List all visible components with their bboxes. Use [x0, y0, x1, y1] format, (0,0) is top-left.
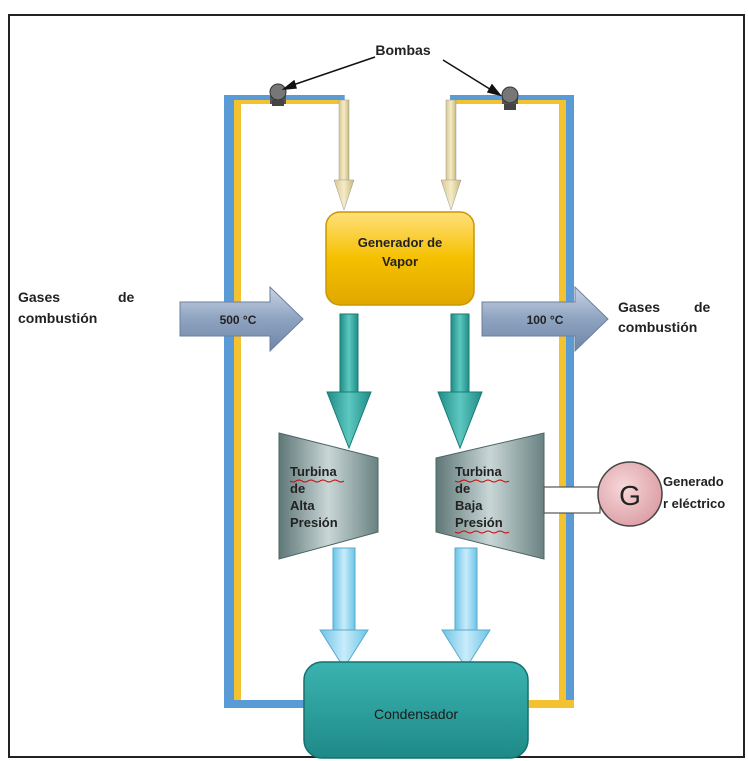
steam-generator-label-line2: Vapor: [382, 254, 418, 269]
steam-arrow-to-hp-turbine: [326, 313, 372, 450]
pump-left: [269, 83, 287, 106]
gas-outlet-arrow: [481, 285, 609, 353]
gas-inlet-temperature: 500 °C: [220, 313, 257, 327]
pumps-label: Bombas: [375, 42, 430, 58]
gas-inlet-label-word2: de: [118, 289, 135, 305]
gas-outlet-label-word2: de: [694, 299, 711, 315]
hp-turbine-label-line3: Alta: [290, 498, 315, 513]
lp-turbine-label-line4: Presión: [455, 515, 503, 530]
steam-generator-label-line1: Generador de: [358, 235, 443, 250]
figure-frame: [8, 14, 745, 758]
lp-turbine-label-line1: Turbina: [455, 464, 502, 479]
lp-turbine-label-line2: de: [455, 481, 470, 496]
gas-inlet-label-word1: Gases: [18, 289, 60, 305]
pump-right: [501, 86, 519, 110]
generator-label-line2: r eléctrico: [663, 496, 725, 511]
hp-turbine-label-line2: de: [290, 481, 305, 496]
hp-turbine-label-line1: Turbina: [290, 464, 337, 479]
exhaust-arrow-hp-to-condenser: [319, 547, 369, 669]
gas-outlet-label-word1: Gases: [618, 299, 660, 315]
gas-outlet-temperature: 100 °C: [527, 313, 564, 327]
gas-inlet-label-word3: combustión: [18, 310, 97, 326]
steam-generator: [325, 211, 475, 306]
electric-generator: [597, 461, 663, 527]
lp-turbine-label-line3: Baja: [455, 498, 483, 513]
gas-outlet-label-word3: combustión: [618, 319, 697, 335]
exhaust-arrow-lp-to-condenser: [441, 547, 491, 669]
left-loop-pipe: [224, 95, 345, 708]
generator-symbol: G: [619, 480, 641, 511]
condenser-label: Condensador: [374, 706, 458, 722]
lp-turbine: [435, 432, 545, 560]
steam-arrow-to-lp-turbine: [437, 313, 483, 450]
generator-label-line1: Generado: [663, 474, 724, 489]
condenser: [303, 661, 529, 759]
gas-inlet-arrow: [179, 285, 304, 353]
pumps-pointer-lines: [281, 56, 502, 97]
hp-turbine: [278, 432, 379, 560]
generator-shaft: [543, 486, 601, 514]
hp-turbine-label-line4: Presión: [290, 515, 338, 530]
feed-arrow-right: [440, 99, 462, 211]
feed-arrow-left: [333, 99, 355, 211]
